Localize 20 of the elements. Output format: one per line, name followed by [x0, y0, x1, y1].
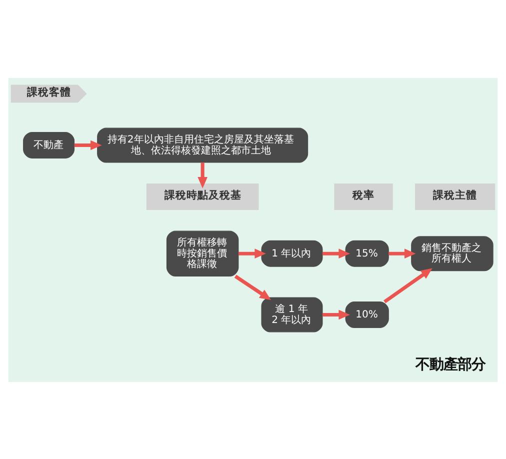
node-box: 1 年以內 — [261, 240, 323, 266]
node-box: 10% — [345, 301, 389, 328]
arrow — [388, 248, 416, 258]
arrow — [198, 162, 208, 188]
node-box: 15% — [345, 240, 389, 266]
arrow — [322, 248, 350, 258]
arrow — [234, 274, 272, 300]
node-box: 課稅時點及稅基 — [146, 183, 259, 210]
arrow — [74, 140, 102, 150]
node-box: 稅率 — [334, 183, 393, 210]
node-box: 銷售不動產之所有權人 — [411, 236, 494, 271]
arrow — [384, 268, 432, 303]
arrow — [322, 309, 350, 320]
node-box: 課稅主體 — [415, 183, 496, 210]
label: 不動產部分 — [416, 356, 486, 373]
node-box: 持有2年以內非自用住宅之房屋及其坐落基地、依法得核發建照之都市土地 — [97, 127, 308, 162]
arrow — [238, 248, 266, 258]
node-box: 不動產 — [23, 132, 75, 158]
node-box: 所有權移轉時按銷售價格課徵 — [166, 230, 239, 276]
node-box: 逾 1 年 2 年以內 — [261, 296, 323, 332]
